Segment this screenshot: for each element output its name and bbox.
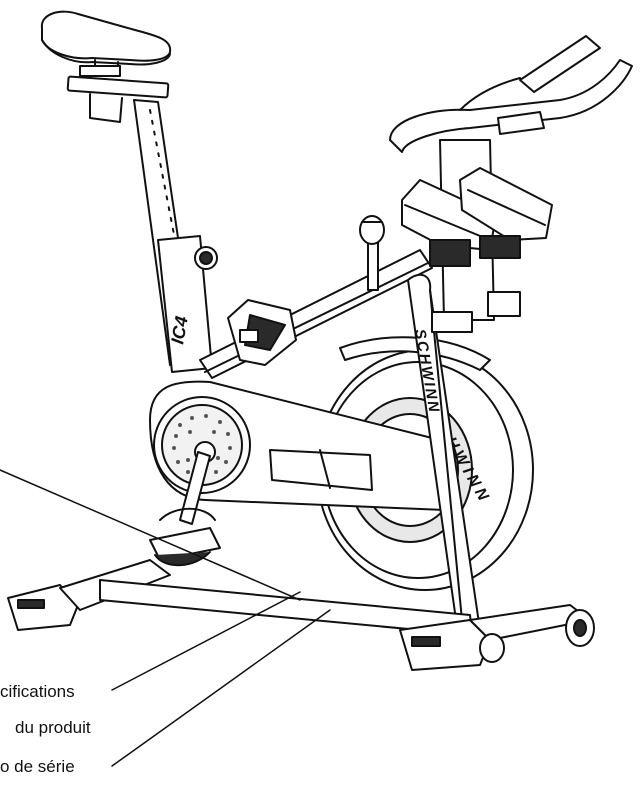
callout-specifications: cifications [0, 682, 75, 701]
front-stabilizer [399, 604, 595, 671]
saddle [40, 10, 172, 123]
callout-product: du produit [15, 718, 91, 737]
chain-guard [149, 380, 446, 511]
seat-post [133, 99, 218, 373]
model-label: IC4 [167, 315, 192, 346]
resistance-knob [359, 215, 385, 291]
callout-leaders [0, 469, 331, 767]
leader-line-top [0, 469, 301, 601]
pedal-upper [227, 299, 297, 366]
handlebars [389, 35, 633, 153]
leader-line-specs [111, 591, 301, 691]
leader-line-serial [111, 609, 331, 767]
dumbbell-holder-left [401, 179, 497, 267]
pedal-lower [149, 451, 221, 567]
callout-serial-number: o de série [0, 757, 75, 776]
flywheel-cover [339, 336, 491, 371]
front-post [407, 273, 481, 635]
dumbbell-holder-right [459, 167, 553, 259]
